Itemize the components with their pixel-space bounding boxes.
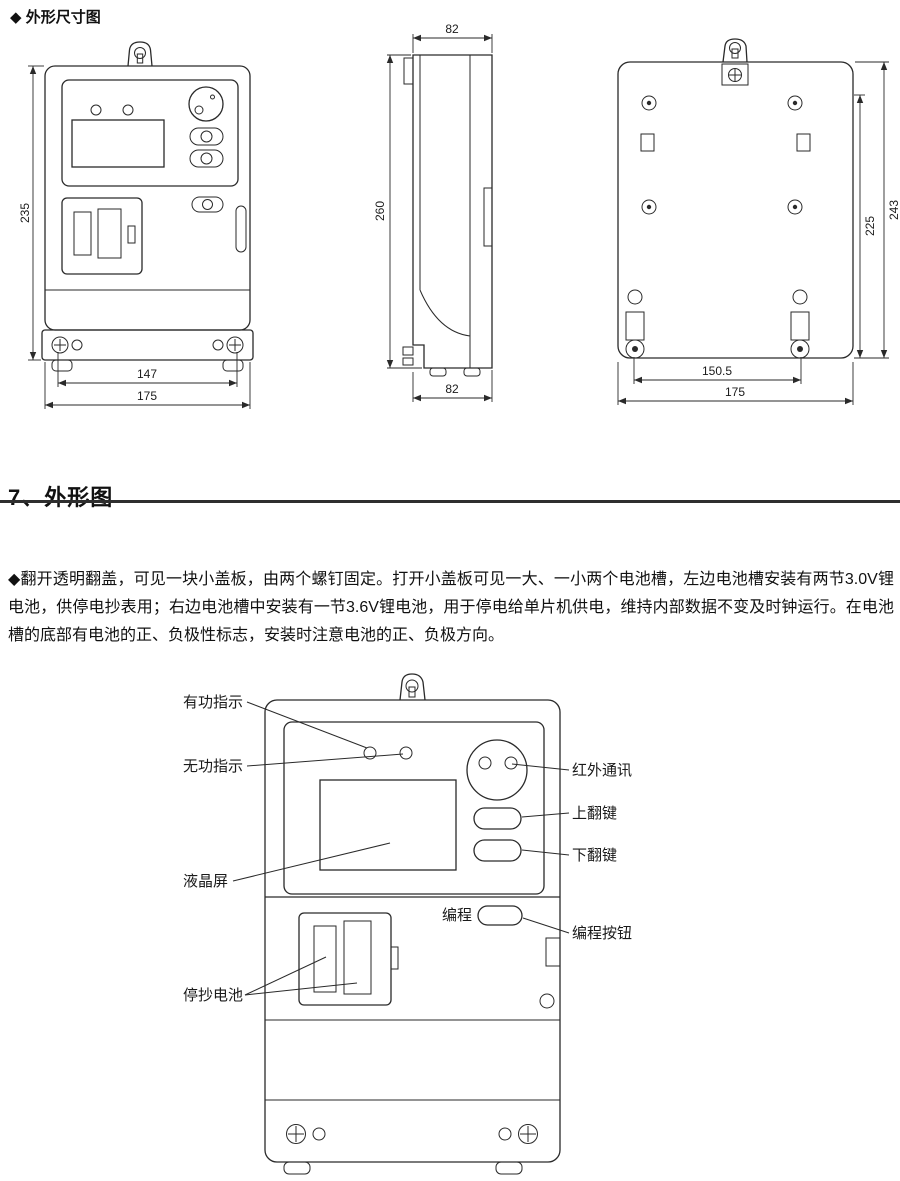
lcd-window-front	[71, 119, 165, 168]
labeled-outline-drawing: 有功指示 无功指示 液晶屏 停抄电池 红外通讯 上翻键 下翻键 编程按钮 编程	[183, 673, 632, 1175]
dim-side-width-bottom-value: 82	[445, 382, 459, 396]
dimension-back-height-outer: 243	[855, 61, 900, 358]
back-view-drawing: 225 243 150.5 175	[617, 38, 900, 405]
dim-front-width-inner-value: 147	[137, 367, 157, 381]
dim-back-width-outer-value: 175	[725, 385, 745, 399]
hanging-hook-front	[127, 41, 153, 67]
bottom-clamp-left	[625, 289, 645, 359]
dim-side-height-value: 260	[373, 201, 387, 221]
callout-line-down-key	[521, 849, 570, 856]
lcd-screen	[319, 779, 457, 871]
dimension-side-width-bottom: 82	[412, 370, 493, 402]
dimension-back-width-outer: 175	[617, 362, 854, 405]
callouts: 有功指示 无功指示 液晶屏 停抄电池 红外通讯 上翻键 下翻键 编程按钮 编程	[183, 694, 632, 1004]
meter-body-side	[412, 54, 493, 369]
mounting-bosses	[640, 95, 811, 215]
programming-pill-button	[477, 905, 523, 926]
label-up-key: 上翻键	[572, 805, 617, 822]
dimension-back-height-inner: 225	[854, 94, 889, 359]
led-indicator-2	[122, 104, 134, 116]
dimension-side-height: 260	[373, 54, 422, 369]
foot-right	[495, 1161, 523, 1175]
label-backup-battery: 停抄电池	[183, 987, 243, 1004]
bottom-clamp-right	[790, 289, 810, 359]
outline-dimension-drawings: 235 147 175	[18, 22, 900, 409]
program-button-front	[191, 196, 224, 213]
description-paragraph: ◆翻开透明翻盖，可见一块小盖板，由两个螺钉固定。打开小盖板可见一大、一小两个电池…	[8, 571, 894, 644]
infrared-window	[466, 739, 528, 801]
dimension-figure-title: ◆ 外形尺寸图	[10, 9, 101, 26]
label-active-indicator: 有功指示	[183, 694, 243, 711]
dimension-front-width-outer: 175	[44, 362, 251, 409]
hanging-hook-back	[721, 38, 749, 86]
dim-back-height-inner-value: 225	[863, 216, 877, 236]
hanging-hook	[399, 673, 426, 701]
dim-front-width-outer-value: 175	[137, 389, 157, 403]
callout-line-up-key	[521, 812, 570, 818]
terminal-cover-curve	[419, 289, 471, 337]
dimension-front-height: 235	[18, 65, 44, 361]
battery-compartment	[298, 912, 399, 1006]
meter-body-back	[617, 61, 854, 359]
callout-line-battery-2	[244, 982, 358, 996]
front-panel	[61, 79, 239, 187]
up-key-button	[473, 807, 522, 830]
callout-line-program	[522, 917, 570, 934]
label-down-key: 下翻键	[572, 847, 617, 864]
terminal-screws	[286, 1124, 538, 1144]
side-window	[483, 187, 493, 247]
callout-line-active	[246, 701, 368, 749]
callout-line-battery-1	[244, 956, 327, 996]
labeled-meter-front	[264, 673, 561, 1175]
front-panel	[283, 721, 545, 895]
led-indicator-1	[90, 104, 102, 116]
side-view-drawing: 82 260 82	[373, 22, 493, 402]
callout-line-lcd	[232, 842, 391, 882]
dimension-back-width-inner: 150.5	[633, 357, 802, 384]
active-led	[363, 746, 377, 760]
label-reactive-indicator: 无功指示	[183, 758, 243, 775]
dimension-side-width-top: 82	[412, 22, 493, 53]
dim-front-height-value: 235	[18, 203, 32, 223]
meter-body	[264, 699, 561, 1163]
foot-left	[283, 1161, 311, 1175]
terminal-cover-front	[41, 329, 254, 372]
down-key-button	[473, 839, 522, 862]
seal-tab-front	[235, 205, 247, 253]
hook-profile-side	[403, 57, 414, 85]
label-programming: 编程	[442, 907, 472, 924]
label-lcd-screen: 液晶屏	[183, 873, 228, 890]
section-heading: 7、外形图	[8, 485, 114, 511]
seal-tab	[545, 937, 561, 967]
label-infrared-comm: 红外通讯	[572, 762, 632, 779]
dim-side-width-top-value: 82	[445, 22, 459, 36]
dim-back-width-inner-value: 150.5	[702, 364, 732, 378]
dim-back-height-outer-value: 243	[887, 200, 900, 220]
battery-compartment-front	[61, 197, 143, 275]
infrared-window-front	[188, 86, 224, 122]
scroll-buttons-front	[189, 127, 224, 168]
dimension-front-width-inner: 147	[57, 352, 238, 387]
front-view-drawing: 235 147 175	[18, 41, 254, 409]
callout-line-reactive	[246, 753, 404, 767]
seal-screw	[539, 993, 555, 1009]
heading-rule	[0, 500, 900, 503]
callout-line-infrared	[511, 763, 570, 771]
reactive-led	[399, 746, 413, 760]
label-programming-button: 编程按钮	[572, 925, 632, 942]
